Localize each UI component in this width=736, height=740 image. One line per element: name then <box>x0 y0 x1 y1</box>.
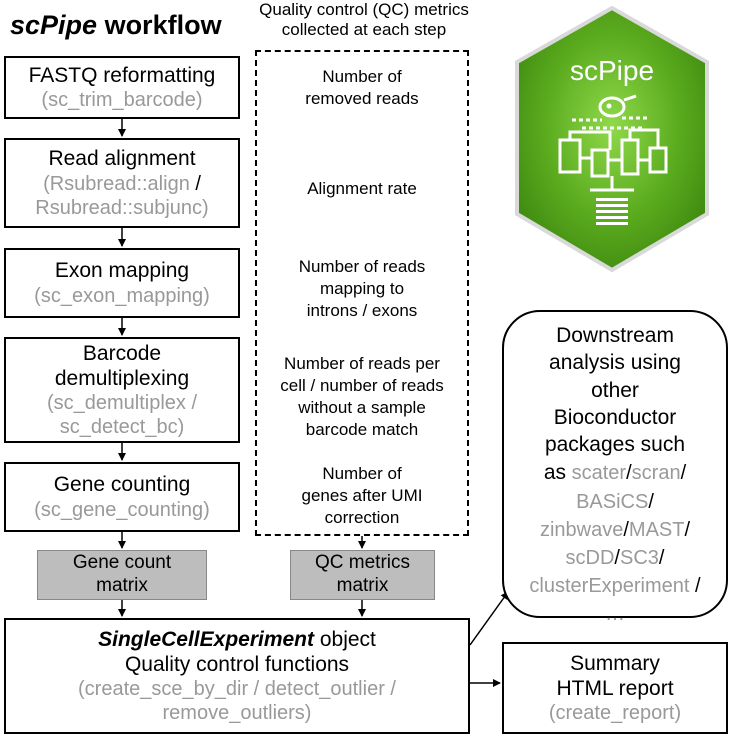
step-function: (sc_trim_barcode) <box>41 89 203 112</box>
package-sc3: SC3 <box>619 546 659 569</box>
package-basics: BASiCS <box>576 490 649 513</box>
logo-text: scPipe <box>570 55 654 86</box>
step-title: Barcode <box>82 341 162 365</box>
sce-functions-2: remove_outliers) <box>162 702 312 725</box>
step-read-alignment: Read alignment (Rsubread::align / Rsubre… <box>4 138 240 228</box>
sce-object-box: SingleCellExperiment object Quality cont… <box>4 618 470 734</box>
step-barcode-demultiplexing: Barcode demultiplexing (sc_demultiplex /… <box>4 337 240 443</box>
package-scater: scater <box>571 462 627 485</box>
qc-metric-alignment-rate: Alignment rate <box>307 179 417 198</box>
step-gene-counting: Gene counting (sc_gene_counting) <box>4 462 240 532</box>
logo-pipe-icon <box>558 94 668 192</box>
step-function: (Rsubread::align / <box>43 172 201 195</box>
sce-subtitle: Quality control functions <box>124 653 350 676</box>
sce-functions: (create_sce_by_dir / detect_outlier / <box>78 678 396 701</box>
step-function-2: Rsubread::subjunc) <box>35 196 209 219</box>
package-mast: MAST <box>628 518 685 541</box>
step-title: FASTQ reformatting <box>28 63 216 87</box>
package-list: as scater/scran/ BASiCS/ zinbwave/MAST/ … <box>529 461 701 625</box>
downstream-analysis-box: Downstream analysis using other Biocondu… <box>502 310 728 625</box>
step-title: Read alignment <box>48 147 196 171</box>
package-scdd: scDD <box>565 546 615 569</box>
qc-header: Quality control (QC) metrics collected a… <box>259 0 469 40</box>
sce-title: SingleCellExperiment object <box>98 627 376 651</box>
package-scran: scran <box>631 462 681 485</box>
package-clusterexperiment: clusterExperiment <box>529 574 690 597</box>
step-function: (sc_demultiplex / <box>46 392 198 415</box>
step-function: (sc_exon_mapping) <box>34 284 210 307</box>
step-function-2: sc_detect_bc) <box>59 416 185 439</box>
arrow-sce-downstream <box>469 591 509 646</box>
step-title: Exon mapping <box>54 259 190 283</box>
step-title: Gene counting <box>53 473 191 497</box>
package-zinbwave: zinbwave <box>539 518 624 541</box>
step-title-2: demultiplexing <box>54 367 190 390</box>
qc-metrics-frame <box>255 50 469 536</box>
diagram-title: scPipe workflow <box>10 10 222 40</box>
step-fastq-reformatting: FASTQ reformatting (sc_trim_barcode) <box>4 56 240 119</box>
logo-hexagon <box>515 5 709 273</box>
step-exon-mapping: Exon mapping (sc_exon_mapping) <box>4 248 240 318</box>
scpipe-logo: scPipe www.bioconductor.org <box>515 5 709 273</box>
summary-report-box: Summary HTML report (create_report) <box>502 642 728 734</box>
step-function: (sc_gene_counting) <box>34 498 210 521</box>
logo-bars-icon <box>596 198 628 225</box>
